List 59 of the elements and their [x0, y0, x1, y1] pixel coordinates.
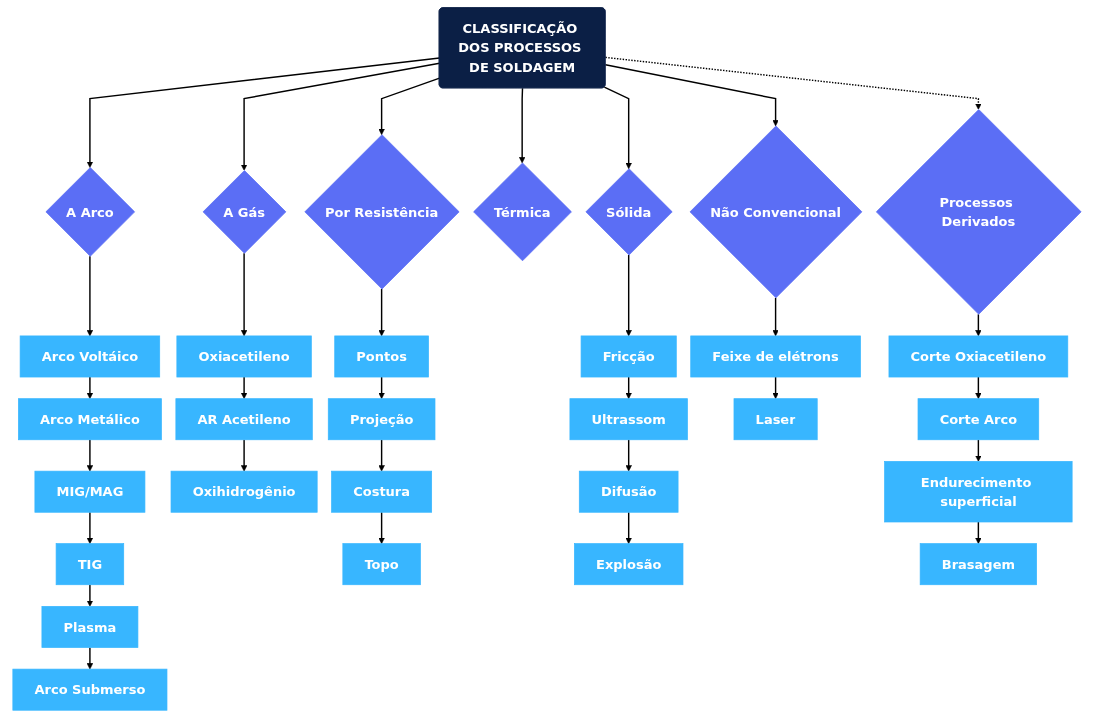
node-box: Plasma [41, 606, 139, 648]
arrow [625, 376, 632, 399]
node-box: Brasagem [919, 543, 1037, 586]
node-box: Oxiacetileno [176, 335, 312, 378]
arrow [772, 376, 779, 399]
node-box: Costura [331, 470, 432, 513]
arrow [378, 288, 385, 337]
arrow [86, 439, 94, 472]
arrow [240, 252, 248, 337]
node-diamond: Térmica [473, 162, 572, 262]
node-box: Fricção [580, 335, 677, 378]
node-box: Pontos [334, 335, 429, 378]
node-box: Arco Submerso [12, 668, 168, 711]
arrow [378, 77, 441, 135]
arrow [378, 511, 385, 544]
node-box: AR Acetileno [175, 398, 313, 441]
node-diamond: A Gás [202, 170, 287, 254]
node-box: Laser [733, 398, 818, 441]
node-box: Oxihidrogênio [170, 470, 318, 513]
arrow [240, 439, 248, 472]
node-box: Corte Arco [917, 398, 1040, 441]
arrow [519, 87, 526, 164]
node-box: Arco Voltáico [19, 335, 161, 378]
node-box: Topo [342, 543, 421, 586]
arrow [604, 64, 779, 127]
node-box: Corte Oxiacetileno [888, 335, 1069, 378]
node-diamond: Não Convencional [689, 125, 863, 299]
arrow [603, 86, 632, 169]
arrow [772, 297, 779, 337]
arrow [86, 376, 94, 399]
arrow [975, 376, 982, 399]
arrow [975, 313, 982, 337]
node-diamond: A Arco [45, 167, 135, 257]
arrow [975, 439, 982, 462]
arrow [625, 439, 632, 472]
arrow [975, 521, 982, 544]
arrow [378, 376, 385, 399]
arrow [378, 439, 385, 472]
arrow [240, 376, 248, 399]
node-box: Ultrassom [569, 398, 688, 441]
node-box: Difusão [578, 470, 679, 513]
node-diamond: Por Resistência [304, 134, 460, 290]
node-box: Explosão [574, 543, 684, 586]
arrow [86, 255, 94, 337]
node-box: MIG/MAG [34, 470, 146, 513]
arrow [625, 511, 632, 544]
node-box: Endurecimento superficial [884, 461, 1073, 523]
arrow [86, 511, 94, 544]
arrow [240, 62, 441, 171]
arrow [86, 57, 441, 168]
node-box: Arco Metálico [18, 398, 162, 441]
arrow [86, 584, 94, 607]
node-diamond: Processos Derivados [875, 109, 1082, 315]
arrow [625, 254, 632, 337]
node-box: TIG [55, 543, 125, 586]
node-diamond: Sólida [585, 168, 673, 256]
node-box: Feixe de elétrons [690, 335, 861, 378]
node-box: Projeção [327, 398, 436, 441]
arrow [86, 646, 94, 670]
